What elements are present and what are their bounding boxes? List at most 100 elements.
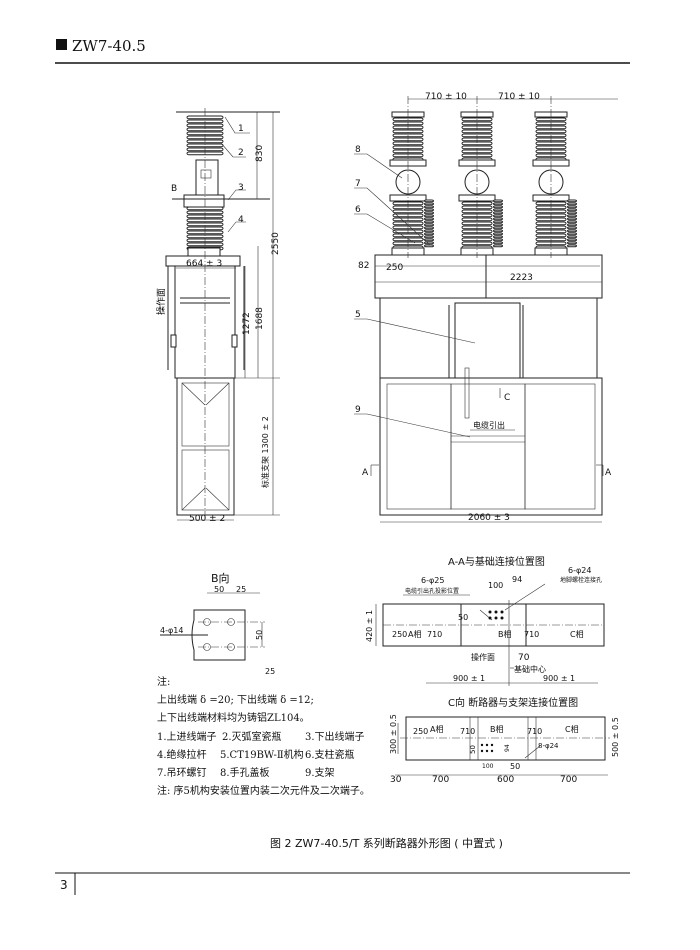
insulator-shed — [424, 208, 434, 212]
svg-text:4: 4 — [238, 215, 244, 225]
svg-text:6-φ24: 6-φ24 — [568, 566, 591, 575]
svg-text:上下出线端材料均为铸铝ZL104。: 上下出线端材料均为铸铝ZL104。 — [157, 711, 310, 724]
header-title: ZW7-40.5 — [72, 37, 146, 55]
svg-text:1688: 1688 — [255, 307, 265, 330]
svg-text:700: 700 — [560, 775, 577, 785]
insulator-shed — [567, 241, 577, 245]
insulator-shed — [567, 220, 577, 224]
svg-text:上出线端 δ =20; 下出线端 δ =12;: 上出线端 δ =20; 下出线端 δ =12; — [157, 693, 314, 706]
svg-text:7: 7 — [355, 179, 361, 189]
insulator-shed — [567, 229, 577, 233]
svg-text:710: 710 — [427, 630, 442, 639]
insulator-shed — [567, 208, 577, 212]
insulator-shed — [567, 238, 577, 242]
insulator-shed — [424, 205, 434, 209]
insulator-shed — [493, 223, 503, 227]
svg-text:664 ± 3: 664 ± 3 — [186, 259, 222, 269]
insulator-shed — [424, 199, 434, 203]
insulator-shed — [424, 229, 434, 233]
insulator-shed — [493, 208, 503, 212]
svg-text:A-A与基础连接位置图: A-A与基础连接位置图 — [448, 555, 545, 568]
svg-text:710: 710 — [524, 630, 539, 639]
insulator-shed — [567, 214, 577, 218]
svg-text:6: 6 — [355, 205, 361, 215]
svg-text:50: 50 — [214, 585, 224, 594]
svg-text:25: 25 — [265, 667, 275, 676]
svg-text:100: 100 — [482, 763, 494, 770]
svg-text:50: 50 — [510, 762, 520, 771]
svg-text:A: A — [362, 468, 369, 478]
insulator-shed — [493, 229, 503, 233]
c-bracket-view: C向 断路器与支架连接位置图 300 ± 0.5 500 ± 0.5 250 A… — [389, 696, 620, 785]
svg-text:C相: C相 — [570, 629, 584, 639]
svg-text:25: 25 — [236, 585, 246, 594]
svg-text:8: 8 — [355, 145, 361, 155]
side-view: 1 2 3 4 B 830 2550 1688 1272 664 ± 3 标准支… — [155, 108, 281, 524]
insulator-shed — [424, 223, 434, 227]
svg-text:B相: B相 — [490, 724, 504, 734]
svg-text:710: 710 — [460, 727, 475, 736]
svg-text:30: 30 — [390, 775, 402, 785]
svg-text:7.吊环螺钉: 7.吊环螺钉 — [157, 767, 207, 779]
front-view: 710 ± 10 710 ± 10 82 250 2223 2060 ± 3 8… — [354, 92, 618, 523]
insulator-shed — [493, 202, 503, 206]
insulator-shed — [424, 202, 434, 206]
insulator-shed — [424, 226, 434, 230]
svg-text:5: 5 — [355, 310, 361, 320]
insulator-shed — [424, 235, 434, 239]
svg-text:3: 3 — [238, 183, 244, 193]
insulator-shed — [567, 244, 577, 248]
insulator-shed — [424, 238, 434, 242]
notes: 注: 上出线端 δ =20; 下出线端 δ =12; 上下出线端材料均为铸铝ZL… — [157, 675, 370, 797]
svg-text:C相: C相 — [565, 724, 579, 734]
svg-text:B相: B相 — [498, 629, 512, 639]
svg-text:50: 50 — [255, 630, 264, 640]
svg-text:50: 50 — [458, 613, 468, 622]
svg-text:5.CT19BW-Ⅱ机构: 5.CT19BW-Ⅱ机构 — [220, 748, 304, 761]
insulator-shed — [424, 214, 434, 218]
svg-text:94: 94 — [512, 575, 522, 584]
insulator-shed — [493, 235, 503, 239]
page-number: 3 — [60, 878, 68, 892]
insulator-shed — [567, 202, 577, 206]
svg-text:2: 2 — [238, 148, 244, 158]
svg-text:操作面: 操作面 — [471, 652, 495, 662]
svg-text:250: 250 — [413, 727, 428, 736]
svg-text:电缆引出: 电缆引出 — [473, 420, 505, 430]
insulator-shed — [493, 217, 503, 221]
insulator-shed — [567, 199, 577, 203]
svg-text:710: 710 — [527, 727, 542, 736]
svg-text:1.上进线端子: 1.上进线端子 — [157, 730, 217, 743]
svg-text:250: 250 — [392, 630, 407, 639]
insulator-shed — [424, 220, 434, 224]
svg-text:注: 序5机构安装位置内装二次元件及二次端子。: 注: 序5机构安装位置内装二次元件及二次端子。 — [157, 784, 370, 797]
svg-text:8.手孔盖板: 8.手孔盖板 — [220, 766, 270, 779]
insulator-shed — [567, 217, 577, 221]
insulator-shed — [493, 205, 503, 209]
insulator-shed — [493, 226, 503, 230]
svg-text:4-φ14: 4-φ14 — [160, 626, 183, 635]
aa-foundation-view: A-A与基础连接位置图 6-φ25 电缆引出孔投影位置 6-φ24 地脚螺栓连接… — [365, 555, 605, 686]
svg-text:A: A — [605, 468, 612, 478]
svg-text:250: 250 — [386, 263, 403, 273]
insulator-shed — [567, 232, 577, 236]
svg-text:420 ± 1: 420 ± 1 — [365, 610, 374, 642]
svg-text:50: 50 — [469, 745, 477, 754]
insulator-shed — [493, 211, 503, 215]
svg-text:操作面: 操作面 — [155, 288, 167, 315]
svg-text:6.支柱瓷瓶: 6.支柱瓷瓶 — [305, 748, 355, 761]
svg-text:710 ± 10: 710 ± 10 — [425, 92, 467, 102]
header-square-icon — [56, 39, 67, 50]
svg-text:70: 70 — [518, 653, 530, 663]
insulator-shed — [493, 244, 503, 248]
svg-text:A相: A相 — [408, 629, 421, 639]
svg-text:9: 9 — [355, 405, 361, 415]
svg-text:C向 断路器与支架连接位置图: C向 断路器与支架连接位置图 — [448, 696, 578, 709]
insulator-shed — [493, 238, 503, 242]
svg-text:6-φ25: 6-φ25 — [421, 576, 444, 585]
svg-text:2.灭弧室瓷瓶: 2.灭弧室瓷瓶 — [222, 730, 282, 743]
svg-text:1272: 1272 — [242, 312, 252, 335]
svg-text:2550: 2550 — [271, 232, 281, 255]
insulator-shed — [424, 211, 434, 215]
